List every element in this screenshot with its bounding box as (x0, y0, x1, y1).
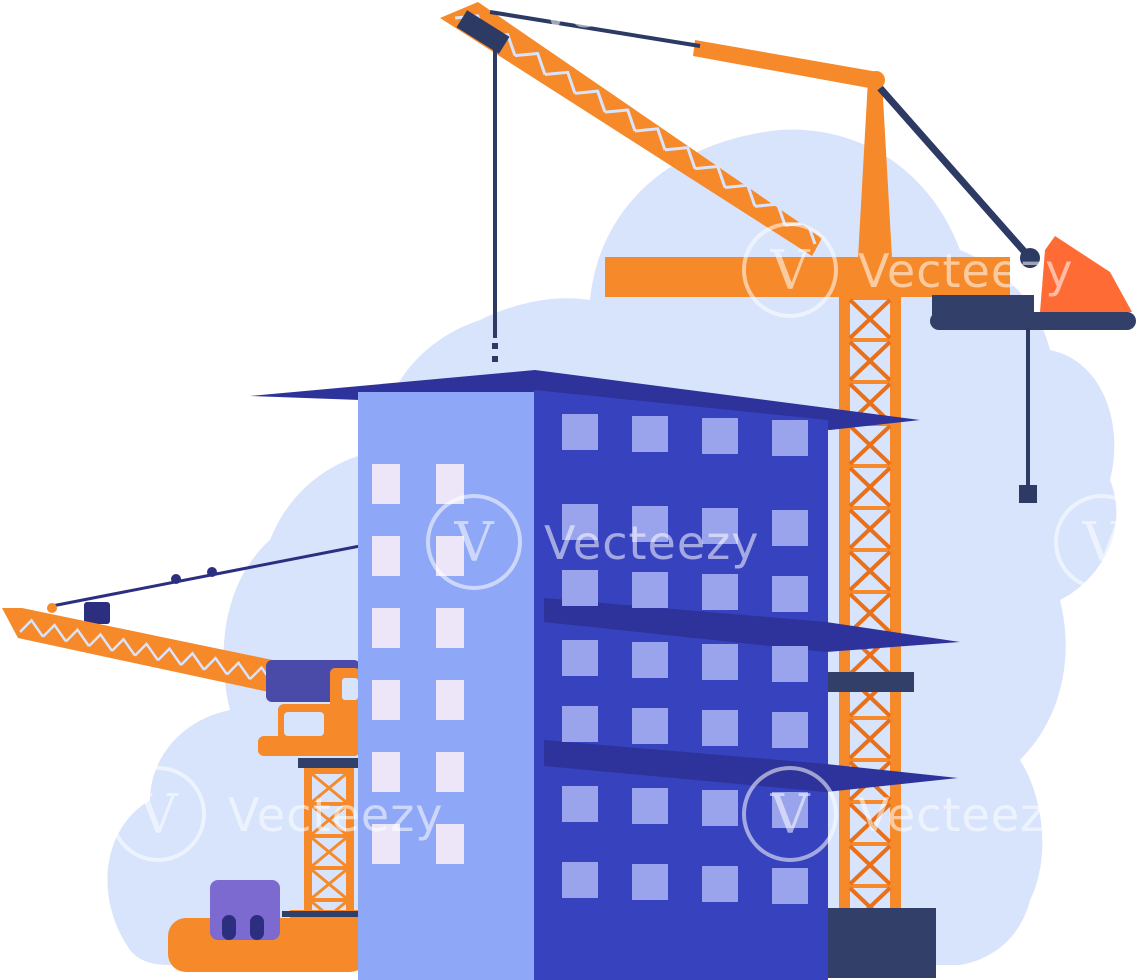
window (772, 712, 808, 748)
window (632, 572, 668, 608)
crane-tie-bar (693, 40, 880, 90)
window (632, 642, 668, 678)
crane-hook-right (1019, 485, 1037, 503)
window (702, 508, 738, 544)
window (702, 574, 738, 610)
crane-pulley (1020, 248, 1040, 268)
window (772, 646, 808, 682)
small-crane-mast (304, 768, 354, 932)
crane-back-stay (877, 85, 1033, 261)
crane-horizontal-beam (605, 257, 1010, 297)
window (372, 824, 400, 864)
building-front-face (534, 390, 828, 980)
window (436, 464, 464, 504)
window (702, 790, 738, 826)
small-crane-jib (2, 608, 282, 694)
window (562, 640, 598, 676)
window (562, 504, 598, 540)
small-crane-control-cabin (210, 880, 280, 940)
window (372, 680, 400, 720)
crane-cable (489, 10, 701, 48)
window (562, 414, 598, 450)
window (562, 786, 598, 822)
small-crane-cable (51, 544, 361, 608)
window (772, 420, 808, 456)
window (632, 864, 668, 900)
window (632, 708, 668, 744)
window (702, 418, 738, 454)
window (702, 866, 738, 902)
window (436, 824, 464, 864)
crane-tower-top (858, 80, 892, 258)
window (436, 608, 464, 648)
tower-crane-small (2, 544, 370, 972)
window (436, 752, 464, 792)
crane-luffing-jib (440, 2, 822, 256)
crane-counter-platform (932, 295, 1034, 315)
window (632, 416, 668, 452)
window (632, 506, 668, 542)
window (562, 862, 598, 898)
crane-base (826, 908, 936, 978)
window (772, 868, 808, 904)
building (250, 370, 960, 980)
window (436, 536, 464, 576)
crane-counterweight (1040, 236, 1132, 312)
window (772, 792, 808, 828)
window (372, 464, 400, 504)
window (562, 570, 598, 606)
window (436, 680, 464, 720)
crane-mast (839, 296, 901, 928)
window (632, 788, 668, 824)
tower-crane-large (440, 2, 1136, 978)
window (702, 710, 738, 746)
window (562, 706, 598, 742)
window (372, 752, 400, 792)
window (772, 510, 808, 546)
floor-slab-upper (544, 598, 960, 652)
window (372, 608, 400, 648)
window (372, 536, 400, 576)
window (702, 644, 738, 680)
window (772, 576, 808, 612)
